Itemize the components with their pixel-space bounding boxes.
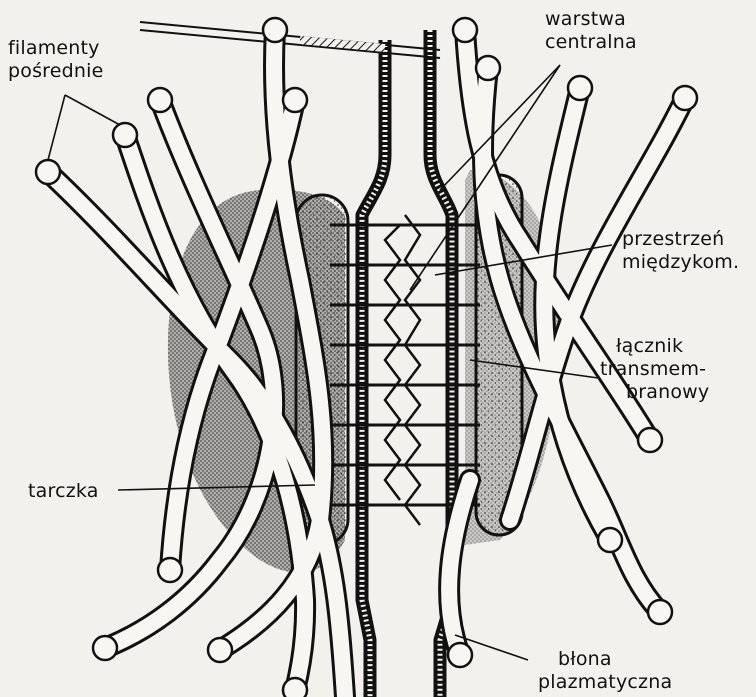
left-plasma-membrane — [362, 40, 385, 697]
plasma-membrane-label-line2: plazmatyczna — [538, 671, 672, 694]
filaments-label-line2: pośrednie — [8, 60, 104, 83]
plasma-membrane-label-line1: błona — [538, 648, 672, 671]
filaments-label: filamenty pośrednie — [8, 37, 104, 83]
transmembrane-linker-label-line1: łącznik — [600, 335, 709, 358]
transmembrane-linker-label: łącznik transmem- branowy — [600, 335, 709, 404]
central-layer-label: warstwa centralna — [545, 8, 637, 54]
intercellular-space-label: przestrzeń międzykom. — [622, 228, 739, 274]
intercellular-space-label-line2: międzykom. — [622, 251, 739, 274]
central-layer-label-line2: centralna — [545, 31, 637, 54]
plasma-membrane-label: błona plazmatyczna — [538, 648, 672, 694]
filaments-label-line1: filamenty — [8, 37, 104, 60]
membrane-hatch-band — [140, 22, 440, 58]
plaque-label-text: tarczka — [28, 480, 99, 502]
transmembrane-linker-label-line3: branowy — [600, 381, 709, 404]
plaque-label: tarczka — [28, 480, 99, 503]
transmembrane-linker-label-line2: transmem- — [600, 358, 709, 381]
central-layer-zigzag — [385, 215, 420, 525]
central-layer-label-line1: warstwa — [545, 8, 637, 31]
intercellular-space-label-line1: przestrzeń — [622, 228, 739, 251]
